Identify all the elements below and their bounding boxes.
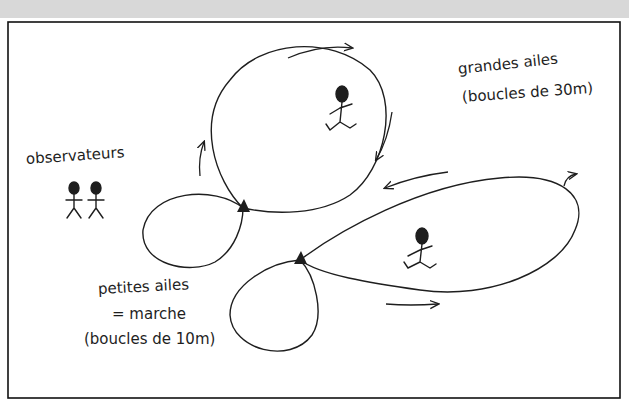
direction-arrow bbox=[200, 142, 205, 176]
frame bbox=[8, 22, 620, 398]
label-holder: (boucles de 30m) bbox=[461, 79, 593, 106]
direction-arrow bbox=[386, 304, 438, 305]
handwritten-note: grandes ailes bbox=[457, 50, 559, 78]
handwritten-note: (boucles de 10m) bbox=[84, 330, 215, 348]
header-strip bbox=[0, 0, 629, 18]
cone bbox=[294, 251, 307, 264]
handwritten-note: petites ailes bbox=[98, 275, 190, 298]
big-loop bbox=[211, 47, 386, 213]
label-holder: (boucles de 10m) bbox=[84, 330, 215, 348]
label-holder: petites ailes bbox=[98, 275, 190, 298]
label-holder: observateurs bbox=[25, 143, 125, 168]
big-loop bbox=[300, 177, 579, 292]
handwritten-note: observateurs bbox=[25, 143, 125, 168]
cone bbox=[237, 199, 250, 212]
runner-figure bbox=[326, 86, 356, 130]
small-loop bbox=[143, 194, 243, 267]
label-holder: grandes ailes bbox=[457, 50, 559, 78]
handwritten-note: = marche bbox=[112, 305, 186, 323]
observer-figure bbox=[88, 182, 104, 218]
direction-arrow bbox=[385, 172, 448, 188]
handwritten-note: (boucles de 30m) bbox=[461, 79, 593, 106]
observer-figure bbox=[66, 182, 82, 218]
small-loop bbox=[230, 260, 318, 351]
runner-figure bbox=[404, 228, 436, 268]
label-holder: = marche bbox=[112, 305, 186, 323]
direction-arrow bbox=[376, 112, 392, 160]
direction-arrow bbox=[288, 47, 352, 58]
direction-arrow bbox=[564, 174, 576, 186]
